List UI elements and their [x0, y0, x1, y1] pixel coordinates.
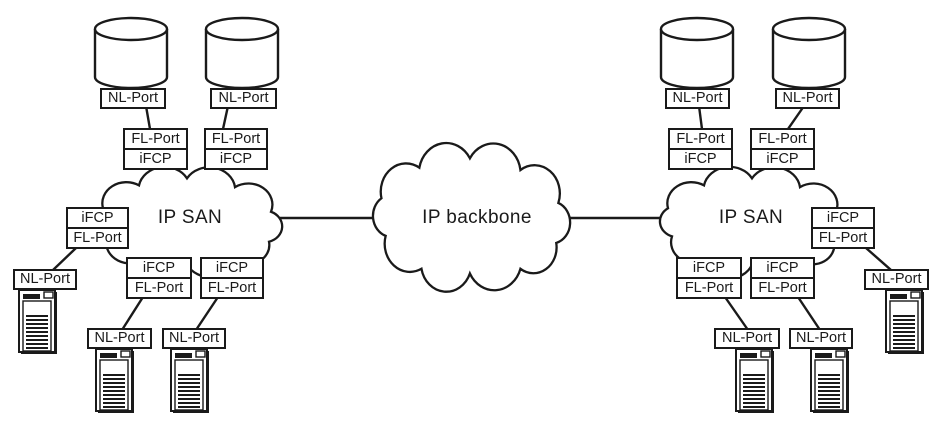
- fl-port-label: FL-Port: [813, 227, 873, 247]
- nl-port-box: NL-Port: [775, 88, 840, 109]
- connector-line: [796, 295, 822, 332]
- ifcp-label: iFCP: [826, 209, 860, 226]
- connector-line: [51, 246, 78, 272]
- connector-line: [194, 295, 220, 332]
- ifcp-label: iFCP: [752, 148, 813, 168]
- connector-line: [864, 246, 893, 272]
- nl-port-label: NL-Port: [796, 330, 846, 347]
- ifcp-gateway-stack: iFCP FL-Port: [811, 207, 875, 249]
- ifcp-label: iFCP: [81, 209, 114, 226]
- nl-port-box: NL-Port: [87, 328, 152, 349]
- nl-port-box: NL-Port: [665, 88, 730, 109]
- fl-port-label: FL-Port: [758, 130, 807, 147]
- nl-port-label: NL-Port: [94, 330, 145, 347]
- nl-port-box: NL-Port: [100, 88, 166, 109]
- ifcp-gateway-stack: iFCP FL-Port: [750, 257, 815, 299]
- fl-port-label: FL-Port: [128, 277, 190, 297]
- server-icon: [810, 348, 850, 414]
- nl-port-label: NL-Port: [782, 90, 833, 107]
- ifcp-label: iFCP: [670, 148, 731, 168]
- ifcp-gateway-stack: iFCP FL-Port: [126, 257, 192, 299]
- nl-port-box: NL-Port: [13, 269, 77, 290]
- disk-icon: [204, 16, 280, 90]
- ifcp-label: iFCP: [125, 148, 186, 168]
- ifcp-gateway-stack: iFCP FL-Port: [66, 207, 129, 249]
- connector-line: [697, 104, 704, 131]
- ifcp-label: iFCP: [692, 259, 726, 276]
- ifcp-label: iFCP: [206, 148, 266, 168]
- ifcp-gateway-stack: FL-Port iFCP: [204, 128, 268, 170]
- nl-port-label: NL-Port: [20, 271, 70, 288]
- nl-port-box: NL-Port: [864, 269, 929, 290]
- server-icon: [170, 348, 210, 414]
- fl-port-label: FL-Port: [202, 277, 262, 297]
- fl-port-label: FL-Port: [211, 130, 261, 147]
- connector-line: [723, 295, 750, 332]
- server-icon: [18, 289, 58, 355]
- nl-port-box: NL-Port: [789, 328, 853, 349]
- nl-port-box: NL-Port: [714, 328, 780, 349]
- fl-port-label: FL-Port: [68, 227, 127, 247]
- ifcp-gateway-stack: FL-Port iFCP: [668, 128, 733, 170]
- left-san-cloud-label: IP SAN: [157, 207, 223, 228]
- ifcp-gateway-stack: iFCP FL-Port: [200, 257, 264, 299]
- fl-port-label: FL-Port: [676, 130, 725, 147]
- server-icon: [885, 289, 925, 355]
- connector-line: [120, 295, 145, 332]
- server-icon: [735, 348, 775, 414]
- nl-port-label: NL-Port: [722, 330, 772, 347]
- disk-icon: [93, 16, 169, 90]
- fl-port-label: FL-Port: [131, 130, 180, 147]
- nl-port-label: NL-Port: [672, 90, 723, 107]
- server-icon: [95, 348, 135, 414]
- nl-port-label: NL-Port: [169, 330, 219, 347]
- fl-port-label: FL-Port: [678, 277, 740, 297]
- ifcp-gateway-stack: iFCP FL-Port: [676, 257, 742, 299]
- connector-line: [786, 104, 806, 131]
- nl-port-label: NL-Port: [871, 271, 922, 288]
- ifcp-label: iFCP: [766, 259, 799, 276]
- fl-port-label: FL-Port: [752, 277, 813, 297]
- nl-port-label: NL-Port: [108, 90, 158, 107]
- ifcp-label: iFCP: [215, 259, 249, 276]
- nl-port-box: NL-Port: [162, 328, 226, 349]
- ifcp-gateway-stack: FL-Port iFCP: [123, 128, 188, 170]
- nl-port-box: NL-Port: [210, 88, 277, 109]
- disk-icon: [659, 16, 735, 90]
- connector-line: [144, 104, 152, 131]
- ifcp-label: iFCP: [142, 259, 176, 276]
- backbone-cloud-label: IP backbone: [422, 207, 532, 228]
- disk-icon: [771, 16, 847, 90]
- right-san-cloud-label: IP SAN: [718, 207, 784, 228]
- nl-port-label: NL-Port: [218, 90, 269, 107]
- connector-line: [221, 104, 230, 131]
- ifcp-gateway-stack: FL-Port iFCP: [750, 128, 815, 170]
